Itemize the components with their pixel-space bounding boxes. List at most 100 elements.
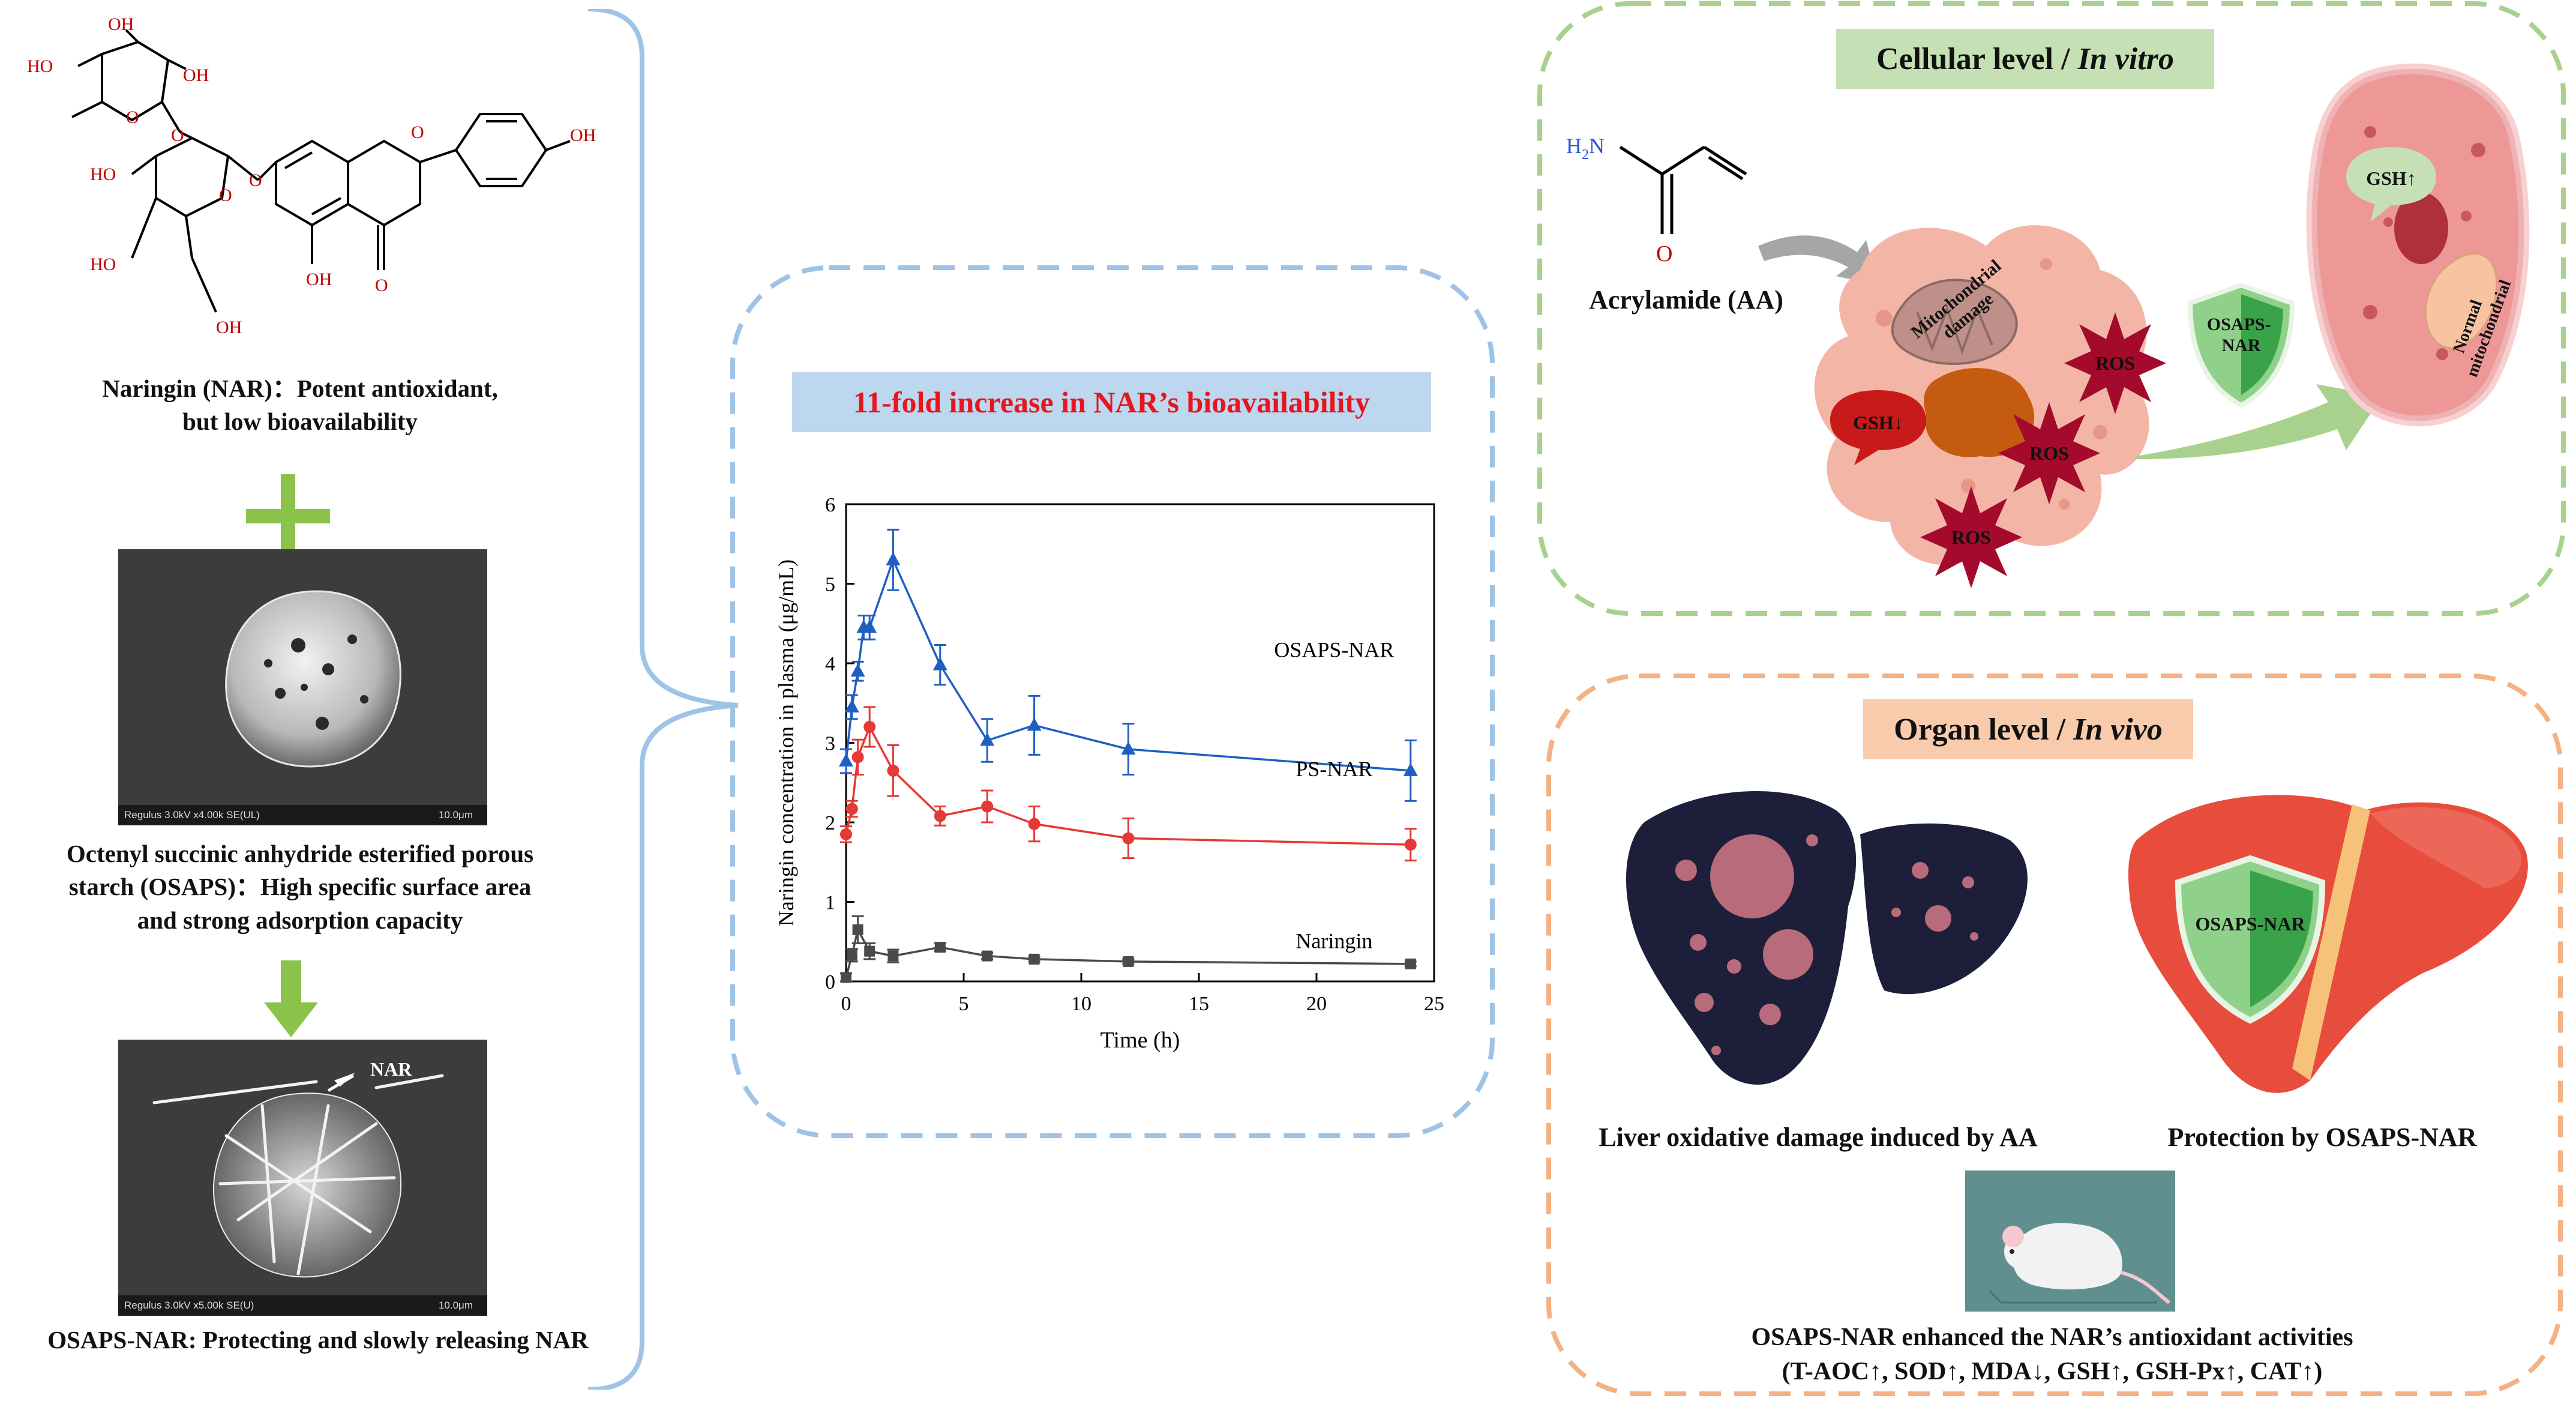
data-point bbox=[1121, 741, 1136, 755]
mouse-image bbox=[1965, 1171, 2175, 1312]
data-point bbox=[1028, 953, 1040, 965]
x-tick-label: 15 bbox=[1189, 993, 1209, 1015]
conclusion-text: OSAPS-NAR enhanced the NAR’s antioxidant… bbox=[1751, 1324, 2353, 1385]
organ-banner: Organ level / In vivo bbox=[1863, 699, 2193, 759]
data-point bbox=[852, 924, 863, 935]
shield-label: OSAPS-NAR bbox=[2195, 913, 2305, 935]
y-tick-label: 6 bbox=[825, 494, 835, 516]
nar-label: NAR bbox=[370, 1058, 412, 1080]
data-point bbox=[844, 699, 859, 713]
o-label: O bbox=[411, 122, 424, 142]
naringin-caption: Naringin (NAR)：Potent antioxidant, but l… bbox=[102, 375, 498, 436]
data-point bbox=[934, 942, 946, 953]
data-point bbox=[863, 721, 876, 733]
data-point bbox=[932, 657, 947, 670]
svg-text:OSAPS- NAR: OSAPS- NAR bbox=[2207, 315, 2275, 355]
healthy-cell: GSH↑ Normal mitochondrial bbox=[2306, 63, 2530, 427]
series-label-naringin: Naringin bbox=[1296, 929, 1372, 953]
data-point bbox=[934, 810, 946, 822]
acrylamide-label: Acrylamide (AA) bbox=[1589, 285, 1783, 315]
data-point bbox=[1122, 832, 1135, 845]
damaged-liver bbox=[1626, 791, 2028, 1085]
osaps-caption: Octenyl succinic anhydride esterified po… bbox=[66, 840, 534, 934]
data-point bbox=[839, 753, 853, 767]
oh-label: OH bbox=[216, 318, 242, 337]
ho-label: HO bbox=[90, 255, 116, 274]
y-tick-label: 3 bbox=[825, 733, 835, 755]
o-label: O bbox=[375, 276, 388, 295]
cellular-frame bbox=[1537, 1, 2566, 616]
svg-text:ROS: ROS bbox=[2029, 442, 2069, 464]
ho-label: HO bbox=[90, 164, 116, 184]
x-tick-label: 0 bbox=[841, 993, 851, 1015]
data-point bbox=[887, 764, 899, 777]
data-point bbox=[851, 751, 864, 764]
protected-liver: OSAPS-NAR bbox=[2128, 795, 2528, 1093]
o-label: O bbox=[249, 170, 262, 190]
oh-label: OH bbox=[183, 65, 209, 85]
data-point bbox=[1403, 762, 1418, 776]
data-point bbox=[886, 552, 901, 565]
data-point bbox=[1123, 956, 1134, 967]
ho-label: HO bbox=[27, 56, 53, 76]
naringin-structure: OH OH HO O O HO HO O O OH OH O O OH bbox=[27, 14, 596, 337]
data-point bbox=[887, 950, 899, 962]
series-line-ps-nar bbox=[845, 724, 1411, 846]
gsh-down-label: GSH↓ bbox=[1853, 412, 1903, 433]
svg-text:H2N: H2N bbox=[1566, 134, 1605, 163]
ros-badge: ROS bbox=[1998, 402, 2100, 504]
osaps-sem-image: Regulus 3.0kV x4.00k SE(UL) 10.0μm bbox=[118, 549, 487, 825]
x-tick-label: 20 bbox=[1306, 993, 1327, 1015]
data-point bbox=[981, 800, 994, 813]
data-point bbox=[1404, 839, 1417, 851]
osaps-nar-caption: OSAPS-NAR: Protecting and slowly releasi… bbox=[47, 1326, 589, 1354]
down-arrow-icon bbox=[264, 960, 318, 1037]
o-label: O bbox=[1656, 241, 1672, 267]
data-point bbox=[980, 732, 995, 746]
x-axis-label: Time (h) bbox=[1100, 1028, 1180, 1053]
svg-text:ROS: ROS bbox=[2095, 352, 2135, 374]
data-point bbox=[1027, 717, 1042, 731]
data-point bbox=[864, 945, 875, 957]
o-label: O bbox=[171, 125, 184, 145]
data-point bbox=[846, 950, 857, 961]
oh-label: OH bbox=[570, 125, 596, 145]
y-tick-label: 2 bbox=[825, 812, 835, 834]
series-label-ps-nar: PS-NAR bbox=[1296, 757, 1372, 781]
shield-icon: OSAPS- NAR bbox=[2187, 282, 2295, 408]
protected-liver-caption: Protection by OSAPS-NAR bbox=[2167, 1122, 2477, 1152]
svg-text:ROS: ROS bbox=[1951, 526, 1991, 548]
y-tick-label: 0 bbox=[825, 971, 835, 993]
curved-arrow-icon bbox=[1758, 235, 1878, 285]
o-label: O bbox=[126, 107, 139, 127]
brace bbox=[588, 9, 739, 1390]
bioavailability-banner: 11-fold increase in NAR’s bioavailabilit… bbox=[792, 372, 1431, 432]
cellular-banner: Cellular level / In vitro bbox=[1836, 29, 2214, 89]
data-point bbox=[862, 619, 877, 633]
oh-label: OH bbox=[306, 270, 332, 289]
data-point bbox=[982, 950, 993, 962]
organ-frame bbox=[1546, 673, 2563, 1396]
y-tick-label: 1 bbox=[825, 892, 835, 914]
o-label: O bbox=[219, 185, 232, 205]
ros-badge: ROS bbox=[2064, 312, 2166, 414]
plot-frame bbox=[845, 503, 1435, 983]
x-tick-label: 10 bbox=[1071, 993, 1091, 1015]
plus-icon bbox=[246, 474, 330, 558]
center-frame bbox=[730, 265, 1495, 1138]
data-point bbox=[840, 828, 852, 840]
series-label-osaps-nar: OSAPS-NAR bbox=[1274, 637, 1394, 661]
right-arrow-icon bbox=[2136, 384, 2382, 459]
x-tick-label: 5 bbox=[959, 993, 969, 1015]
oh-label: OH bbox=[108, 14, 134, 34]
data-point bbox=[841, 972, 851, 983]
gsh-up-label: GSH↑ bbox=[2366, 167, 2416, 189]
data-point bbox=[845, 803, 858, 815]
damaged-liver-caption: Liver oxidative damage induced by AA bbox=[1599, 1122, 2038, 1152]
y-axis-label: Naringin concentration in plasma (μg/mL) bbox=[774, 559, 798, 926]
y-tick-label: 5 bbox=[825, 574, 835, 596]
data-point bbox=[850, 663, 865, 677]
data-point bbox=[1405, 958, 1416, 969]
acrylamide-structure: H2N O bbox=[1566, 134, 1747, 267]
